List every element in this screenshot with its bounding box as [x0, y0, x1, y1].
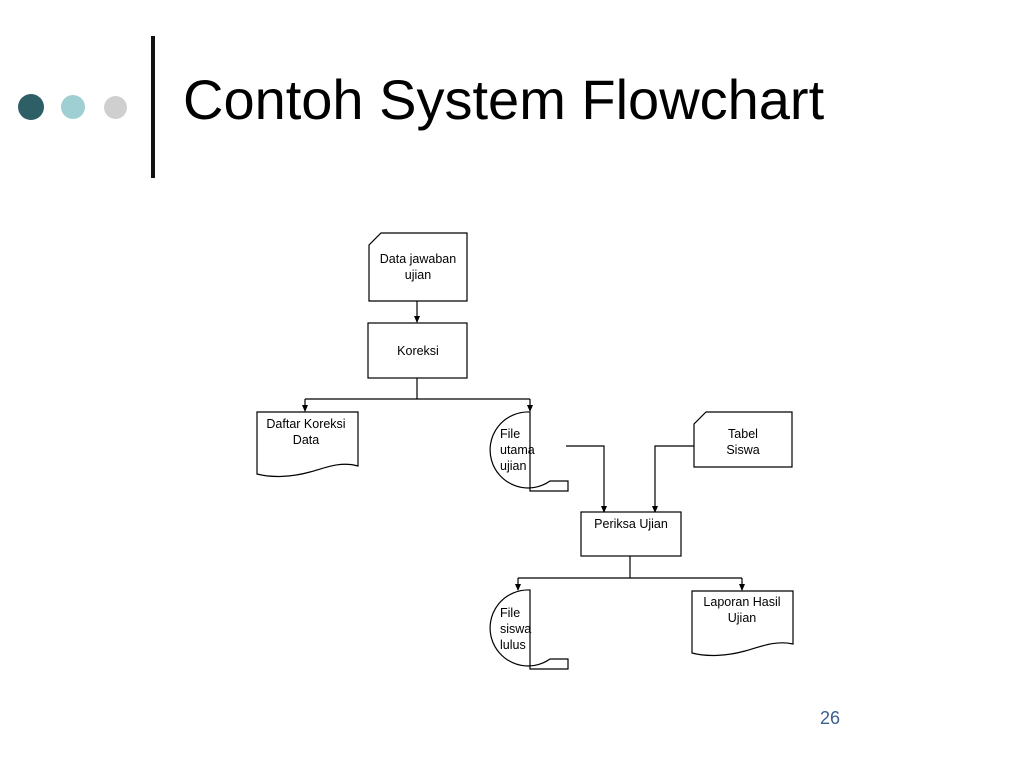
node-label: Koreksi	[397, 344, 439, 358]
node-label: Data	[293, 433, 319, 447]
dot-grey	[104, 96, 127, 119]
node-label: siswa	[500, 622, 531, 636]
node-label: Siswa	[726, 443, 759, 457]
dot-teal	[61, 95, 85, 119]
node-label: ujian	[405, 268, 431, 282]
page-number: 26	[820, 708, 841, 728]
node-data-jawaban-ujian: Data jawaban ujian	[368, 232, 468, 302]
node-daftar-koreksi-data: Daftar Koreksi Data	[256, 411, 359, 478]
dot-dark	[18, 94, 44, 120]
node-label: File	[500, 427, 520, 441]
node-label: Daftar Koreksi	[266, 417, 345, 431]
node-file-siswa-lulus: File siswa lulus	[489, 589, 569, 670]
arrow-file-utama-to-periksa	[566, 445, 607, 513]
node-label: Laporan Hasil	[703, 595, 780, 609]
node-label: utama	[500, 443, 535, 457]
node-file-utama-ujian: File utama ujian	[489, 411, 569, 492]
node-label: Periksa Ujian	[594, 517, 668, 531]
slide-title: Contoh System Flowchart	[183, 68, 825, 131]
node-periksa-ujian: Periksa Ujian	[580, 511, 682, 557]
node-tabel-siswa: Tabel Siswa	[693, 411, 793, 468]
node-koreksi: Koreksi	[367, 322, 468, 379]
node-label: File	[500, 606, 520, 620]
node-label: ujian	[500, 459, 526, 473]
arrow-tabel-to-periksa	[652, 445, 694, 513]
node-label: Data jawaban	[380, 252, 456, 266]
connectors	[302, 301, 745, 591]
title-divider	[151, 36, 155, 178]
node-label: Tabel	[728, 427, 758, 441]
node-laporan-hasil-ujian: Laporan Hasil Ujian	[691, 590, 794, 657]
node-label: Ujian	[728, 611, 757, 625]
node-label: lulus	[500, 638, 526, 652]
